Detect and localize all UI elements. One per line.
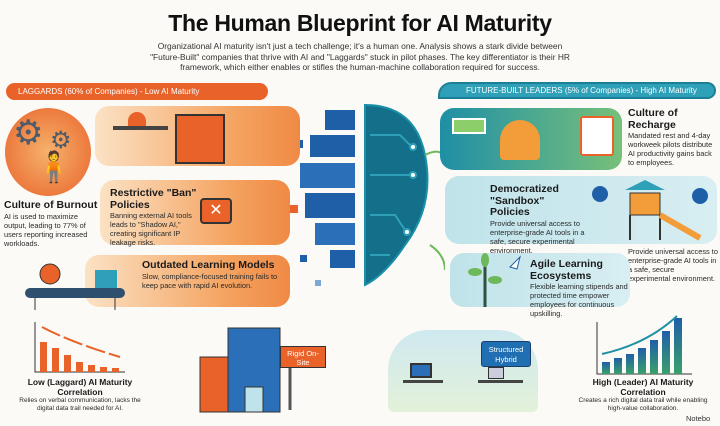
subtitle: Organizational AI maturity isn't just a … bbox=[150, 41, 570, 73]
monitor-icon bbox=[410, 363, 432, 378]
agile-text: Flexible learning stipends and protected… bbox=[530, 282, 628, 318]
locked-cloud-icon: ✕ bbox=[200, 198, 232, 224]
office-building-icon bbox=[175, 114, 225, 164]
low-correlation-title: Low (Laggard) AI Maturity Correlation bbox=[27, 377, 133, 397]
low-correlation-section: Low (Laggard) AI Maturity Correlation Re… bbox=[10, 377, 150, 413]
agile-title: Agile Learning Ecosystems bbox=[530, 258, 603, 282]
ban-policies-card: Restrictive "Ban" Policies Banning exter… bbox=[100, 180, 290, 247]
page-title: The Human Blueprint for AI Maturity bbox=[168, 10, 552, 36]
resting-person-icon bbox=[500, 120, 540, 160]
burnout-text: AI is used to maximize output, leading t… bbox=[4, 211, 88, 248]
burnout-title: Culture of Burnout bbox=[4, 199, 98, 211]
chart-bar bbox=[52, 348, 59, 372]
chart-bar bbox=[650, 340, 658, 374]
chart-bar bbox=[638, 348, 646, 374]
recharge-text: Mandated rest and 4-day workweek pilots … bbox=[628, 131, 713, 167]
laptop-icon bbox=[488, 367, 504, 379]
high-correlation-section: High (Leader) AI Maturity Correlation Cr… bbox=[578, 377, 708, 413]
high-maturity-chart bbox=[596, 315, 692, 375]
recharge-section: Culture of Recharge Mandated rest and 4-… bbox=[628, 107, 718, 167]
burnout-section: Culture of Burnout AI is used to maximiz… bbox=[4, 199, 99, 248]
chart-bar bbox=[40, 342, 47, 372]
gear-icon: ⚙ bbox=[13, 114, 44, 152]
ban-text: Banning external AI tools leads to "Shad… bbox=[110, 211, 192, 247]
calendar-icon bbox=[580, 116, 614, 156]
low-maturity-chart bbox=[34, 322, 125, 373]
agile-learning-card: Agile Learning Ecosystems Flexible learn… bbox=[450, 253, 630, 318]
desk-icon bbox=[403, 380, 443, 383]
sandbox-title: Democratized "Sandbox" Policies bbox=[490, 183, 559, 218]
laggards-banner: LAGGARDS (60% of Companies) - Low AI Mat… bbox=[6, 83, 268, 100]
chart-bar bbox=[614, 358, 622, 374]
chart-bar bbox=[64, 355, 71, 372]
rigid-onsite-sign: Rigid On-Site bbox=[280, 346, 326, 368]
recharge-title: Culture of Recharge bbox=[628, 107, 678, 131]
chart-bar bbox=[100, 367, 107, 372]
learning-models-card: Outdated Learning Models Slow, complianc… bbox=[85, 255, 290, 307]
ban-title: Restrictive "Ban" Policies bbox=[110, 187, 197, 211]
desk-icon bbox=[113, 126, 168, 130]
burnout-illustration: ⚙ ⚙ 🧍 bbox=[5, 108, 91, 196]
worker-icon bbox=[128, 112, 146, 126]
high-correlation-text: Creates a rich digital data trail while … bbox=[578, 397, 708, 412]
structured-hybrid-sign: Structured Hybrid bbox=[481, 341, 531, 367]
chart-bar bbox=[674, 318, 682, 374]
pixel-brain-half-icon bbox=[290, 110, 355, 286]
chart-bar bbox=[88, 365, 95, 372]
gear-icon: ⚙ bbox=[50, 127, 72, 154]
chart-bar bbox=[626, 354, 634, 374]
chart-bar bbox=[112, 368, 119, 372]
snail-conveyor-icon bbox=[25, 263, 125, 310]
growth-tree-rocket-icon bbox=[468, 253, 521, 307]
chart-bar bbox=[602, 362, 610, 374]
desk-icon bbox=[478, 380, 523, 383]
stressed-person-icon: 🧍 bbox=[35, 151, 73, 184]
battery-icon bbox=[452, 118, 486, 134]
sandbox-note: Provide universal access to enterprise-g… bbox=[628, 247, 718, 283]
sandbox-text: Provide universal access to enterprise-g… bbox=[490, 218, 585, 255]
office-stress-band bbox=[95, 106, 300, 166]
high-correlation-title: High (Leader) AI Maturity Correlation bbox=[592, 377, 694, 397]
learning-title: Outdated Learning Models bbox=[142, 259, 275, 271]
chart-bar bbox=[76, 362, 83, 372]
circuit-brain-half-icon bbox=[364, 103, 445, 287]
learning-text: Slow, compliance-focused training fails … bbox=[142, 271, 278, 290]
chart-bar bbox=[662, 331, 670, 374]
office-building-illustration bbox=[199, 327, 292, 413]
leaders-banner: FUTURE-BUILT LEADERS (5% of Companies) -… bbox=[438, 82, 716, 99]
recharge-illustration bbox=[440, 108, 622, 170]
watermark: Notebo bbox=[686, 414, 711, 423]
playground-sandbox-icon bbox=[592, 180, 708, 241]
brain-illustration bbox=[290, 103, 445, 287]
sandbox-card: Democratized "Sandbox" Policies Provide … bbox=[445, 176, 717, 255]
low-correlation-text: Relies on verbal communication, lacks th… bbox=[19, 397, 141, 412]
